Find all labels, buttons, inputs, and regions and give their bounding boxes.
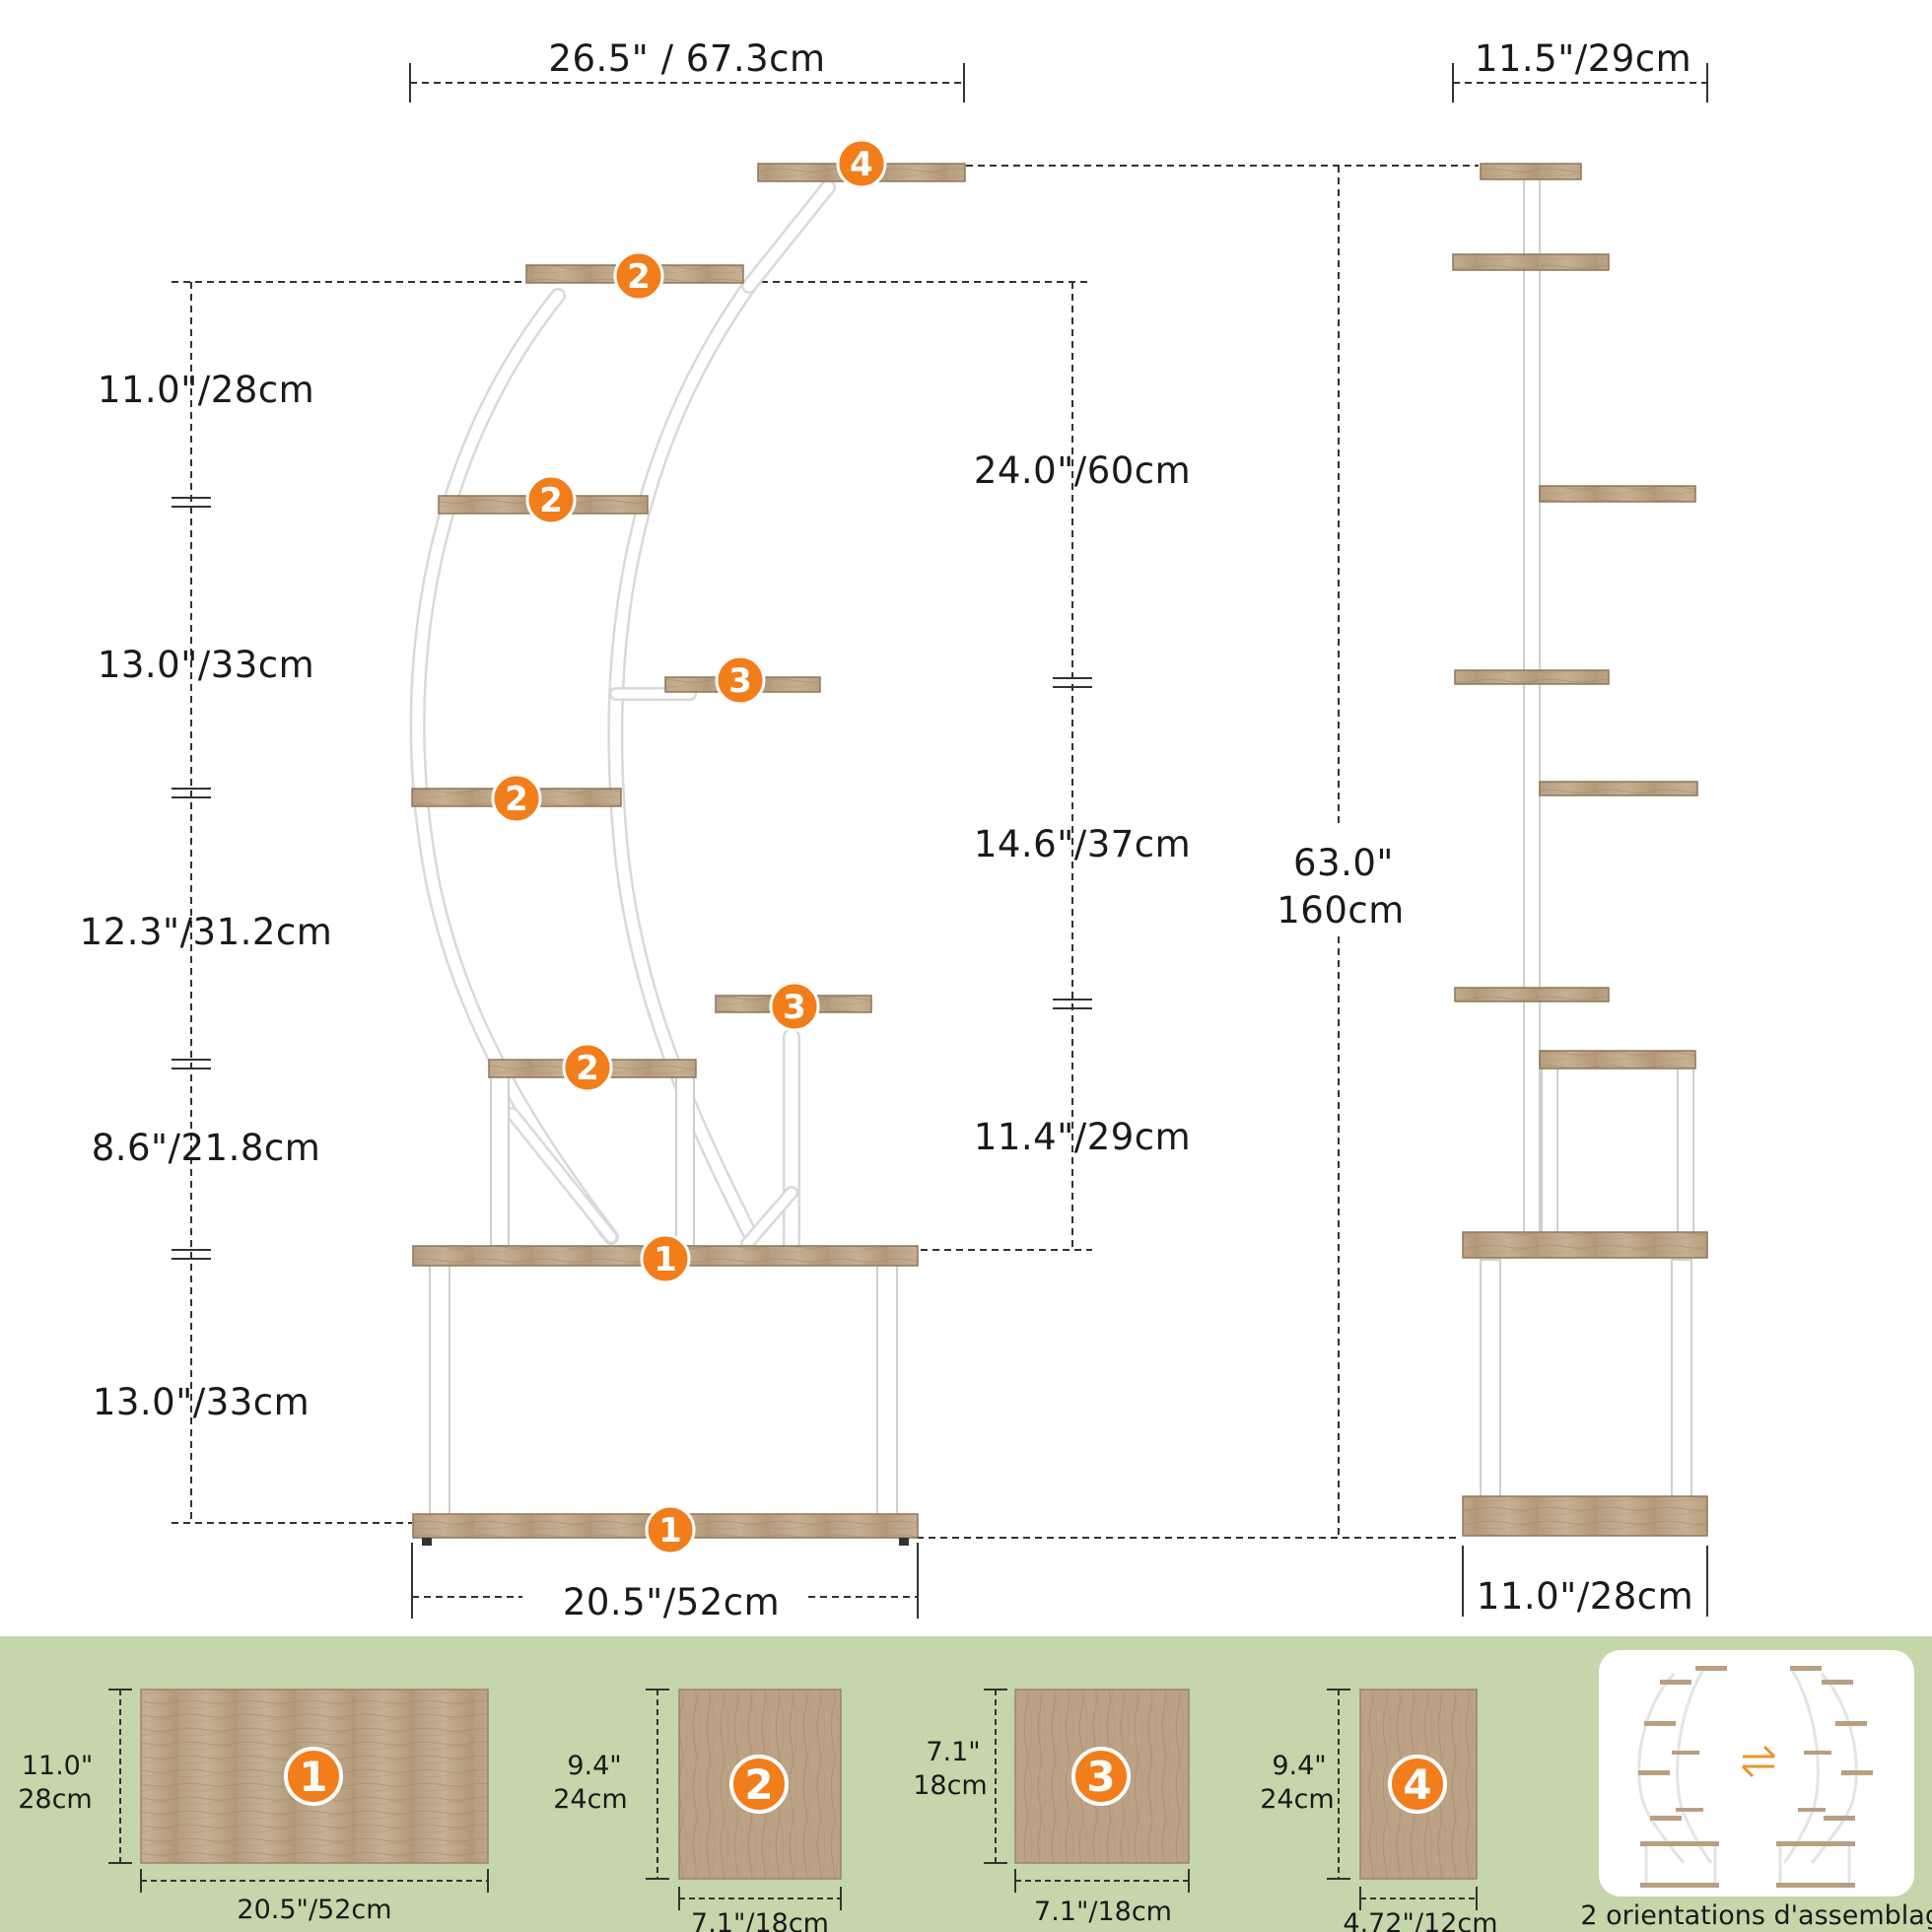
board-2-width: 7.1"/18cm [691,1908,829,1932]
svg-text:1: 1 [299,1753,327,1801]
badge-shelf-3-upper: 3 [715,655,766,706]
svg-text:1: 1 [654,1240,677,1279]
side-view: 11.5"/29cm 11.0"/28cm [1452,37,1708,1618]
svg-text:2: 2 [744,1760,773,1809]
badge-shelf-1-upper: 1 [640,1233,691,1284]
mini-shelf-right [1778,1669,1858,1885]
badge-shelf-4: 4 [836,138,887,189]
badge-shelf-1-base: 1 [645,1504,696,1555]
svg-text:2: 2 [539,481,563,520]
svg-text:1: 1 [658,1511,682,1551]
front-bottom-width-label: 20.5"/52cm [563,1581,780,1623]
board-3-height-in: 7.1" [926,1737,980,1767]
front-right-height-dimension [749,281,1092,1251]
left-height-4-label: 8.6"/21.8cm [92,1127,321,1169]
svg-text:4: 4 [850,145,873,184]
svg-text:3: 3 [783,988,806,1027]
mini-shelves-left [1638,1666,1727,1888]
foot-left [422,1538,432,1546]
front-top-width-label: 26.5" / 67.3cm [548,37,825,80]
board-4-width: 4.72"/12cm [1343,1908,1497,1932]
left-height-5-label: 13.0"/33cm [93,1381,310,1423]
board-1-width: 20.5"/52cm [237,1895,391,1925]
board-3: 3 7.1" 18cm 7.1"/18cm [913,1689,1190,1927]
orientation-label: 2 orientations d'assemblage [1580,1900,1932,1931]
badge-shelf-2-middle: 2 [491,773,542,824]
total-height-inches-label: 63.0" [1293,842,1394,884]
board-1-height-cm: 28cm [18,1784,93,1815]
badge-shelf-2-lower: 2 [562,1042,613,1093]
svg-text:3: 3 [728,661,752,701]
left-height-2-label: 13.0"/33cm [98,644,314,686]
mini-shelves-right [1776,1666,1873,1888]
board-3-height-cm: 18cm [913,1770,988,1801]
svg-text:3: 3 [1086,1753,1115,1801]
board-1-height-in: 11.0" [22,1751,94,1781]
side-top-depth-dimension [1452,63,1708,103]
left-height-3-label: 12.3"/31.2cm [80,911,333,953]
side-top-depth-label: 11.5"/29cm [1475,37,1691,80]
total-height-cm-label: 160cm [1276,889,1405,932]
right-height-1-label: 24.0"/60cm [974,449,1191,492]
side-legs [1480,1064,1694,1519]
right-height-3-label: 11.4"/29cm [974,1116,1191,1158]
shelf-badges: 4 2 2 3 2 3 2 [491,138,887,1555]
right-height-2-label: 14.6"/37cm [974,823,1191,865]
mini-shelf-left [1637,1669,1717,1885]
front-left-height-dimension [172,281,526,1524]
board-4-height-cm: 24cm [1260,1784,1335,1815]
svg-text:2: 2 [576,1049,599,1088]
board-4-height-in: 9.4" [1272,1751,1326,1781]
side-bottom-depth-label: 11.0"/28cm [1477,1575,1693,1618]
left-height-1-label: 11.0"/28cm [98,369,314,411]
foot-right [899,1538,909,1546]
board-2: 2 9.4" 24cm 7.1"/18cm [553,1689,842,1932]
svg-text:2: 2 [505,780,528,819]
svg-text:4: 4 [1403,1760,1431,1809]
side-bottom-depth-dimension [1462,1546,1708,1617]
side-shelves [1452,163,1708,1537]
swap-arrows-icon [1741,1745,1776,1778]
svg-text:2: 2 [627,257,651,297]
front-view: 26.5" / 67.3cm 11.0"/28cm 13.0"/33cm 12.… [80,37,1479,1623]
board-1: 1 11.0" 28cm 20.5"/52cm [18,1689,489,1925]
front-legs [429,1071,898,1523]
front-frame [409,179,836,1253]
side-pole [1523,174,1541,1239]
front-top-width-dimension [409,63,965,103]
board-2-height-cm: 24cm [553,1784,628,1815]
orientation-card: 2 orientations d'assemblage [1580,1650,1932,1931]
board-2-height-in: 9.4" [567,1751,621,1781]
front-bottom-width-dimension [411,1543,919,1619]
board-4: 4 9.4" 24cm 4.72"/12cm [1260,1689,1498,1932]
total-height-dimension [917,165,1479,1539]
badge-shelf-2-upper: 2 [525,474,577,525]
badge-shelf-2-top: 2 [613,250,664,302]
board-3-width: 7.1"/18cm [1034,1897,1172,1927]
badge-shelf-3-lower: 3 [769,981,820,1032]
